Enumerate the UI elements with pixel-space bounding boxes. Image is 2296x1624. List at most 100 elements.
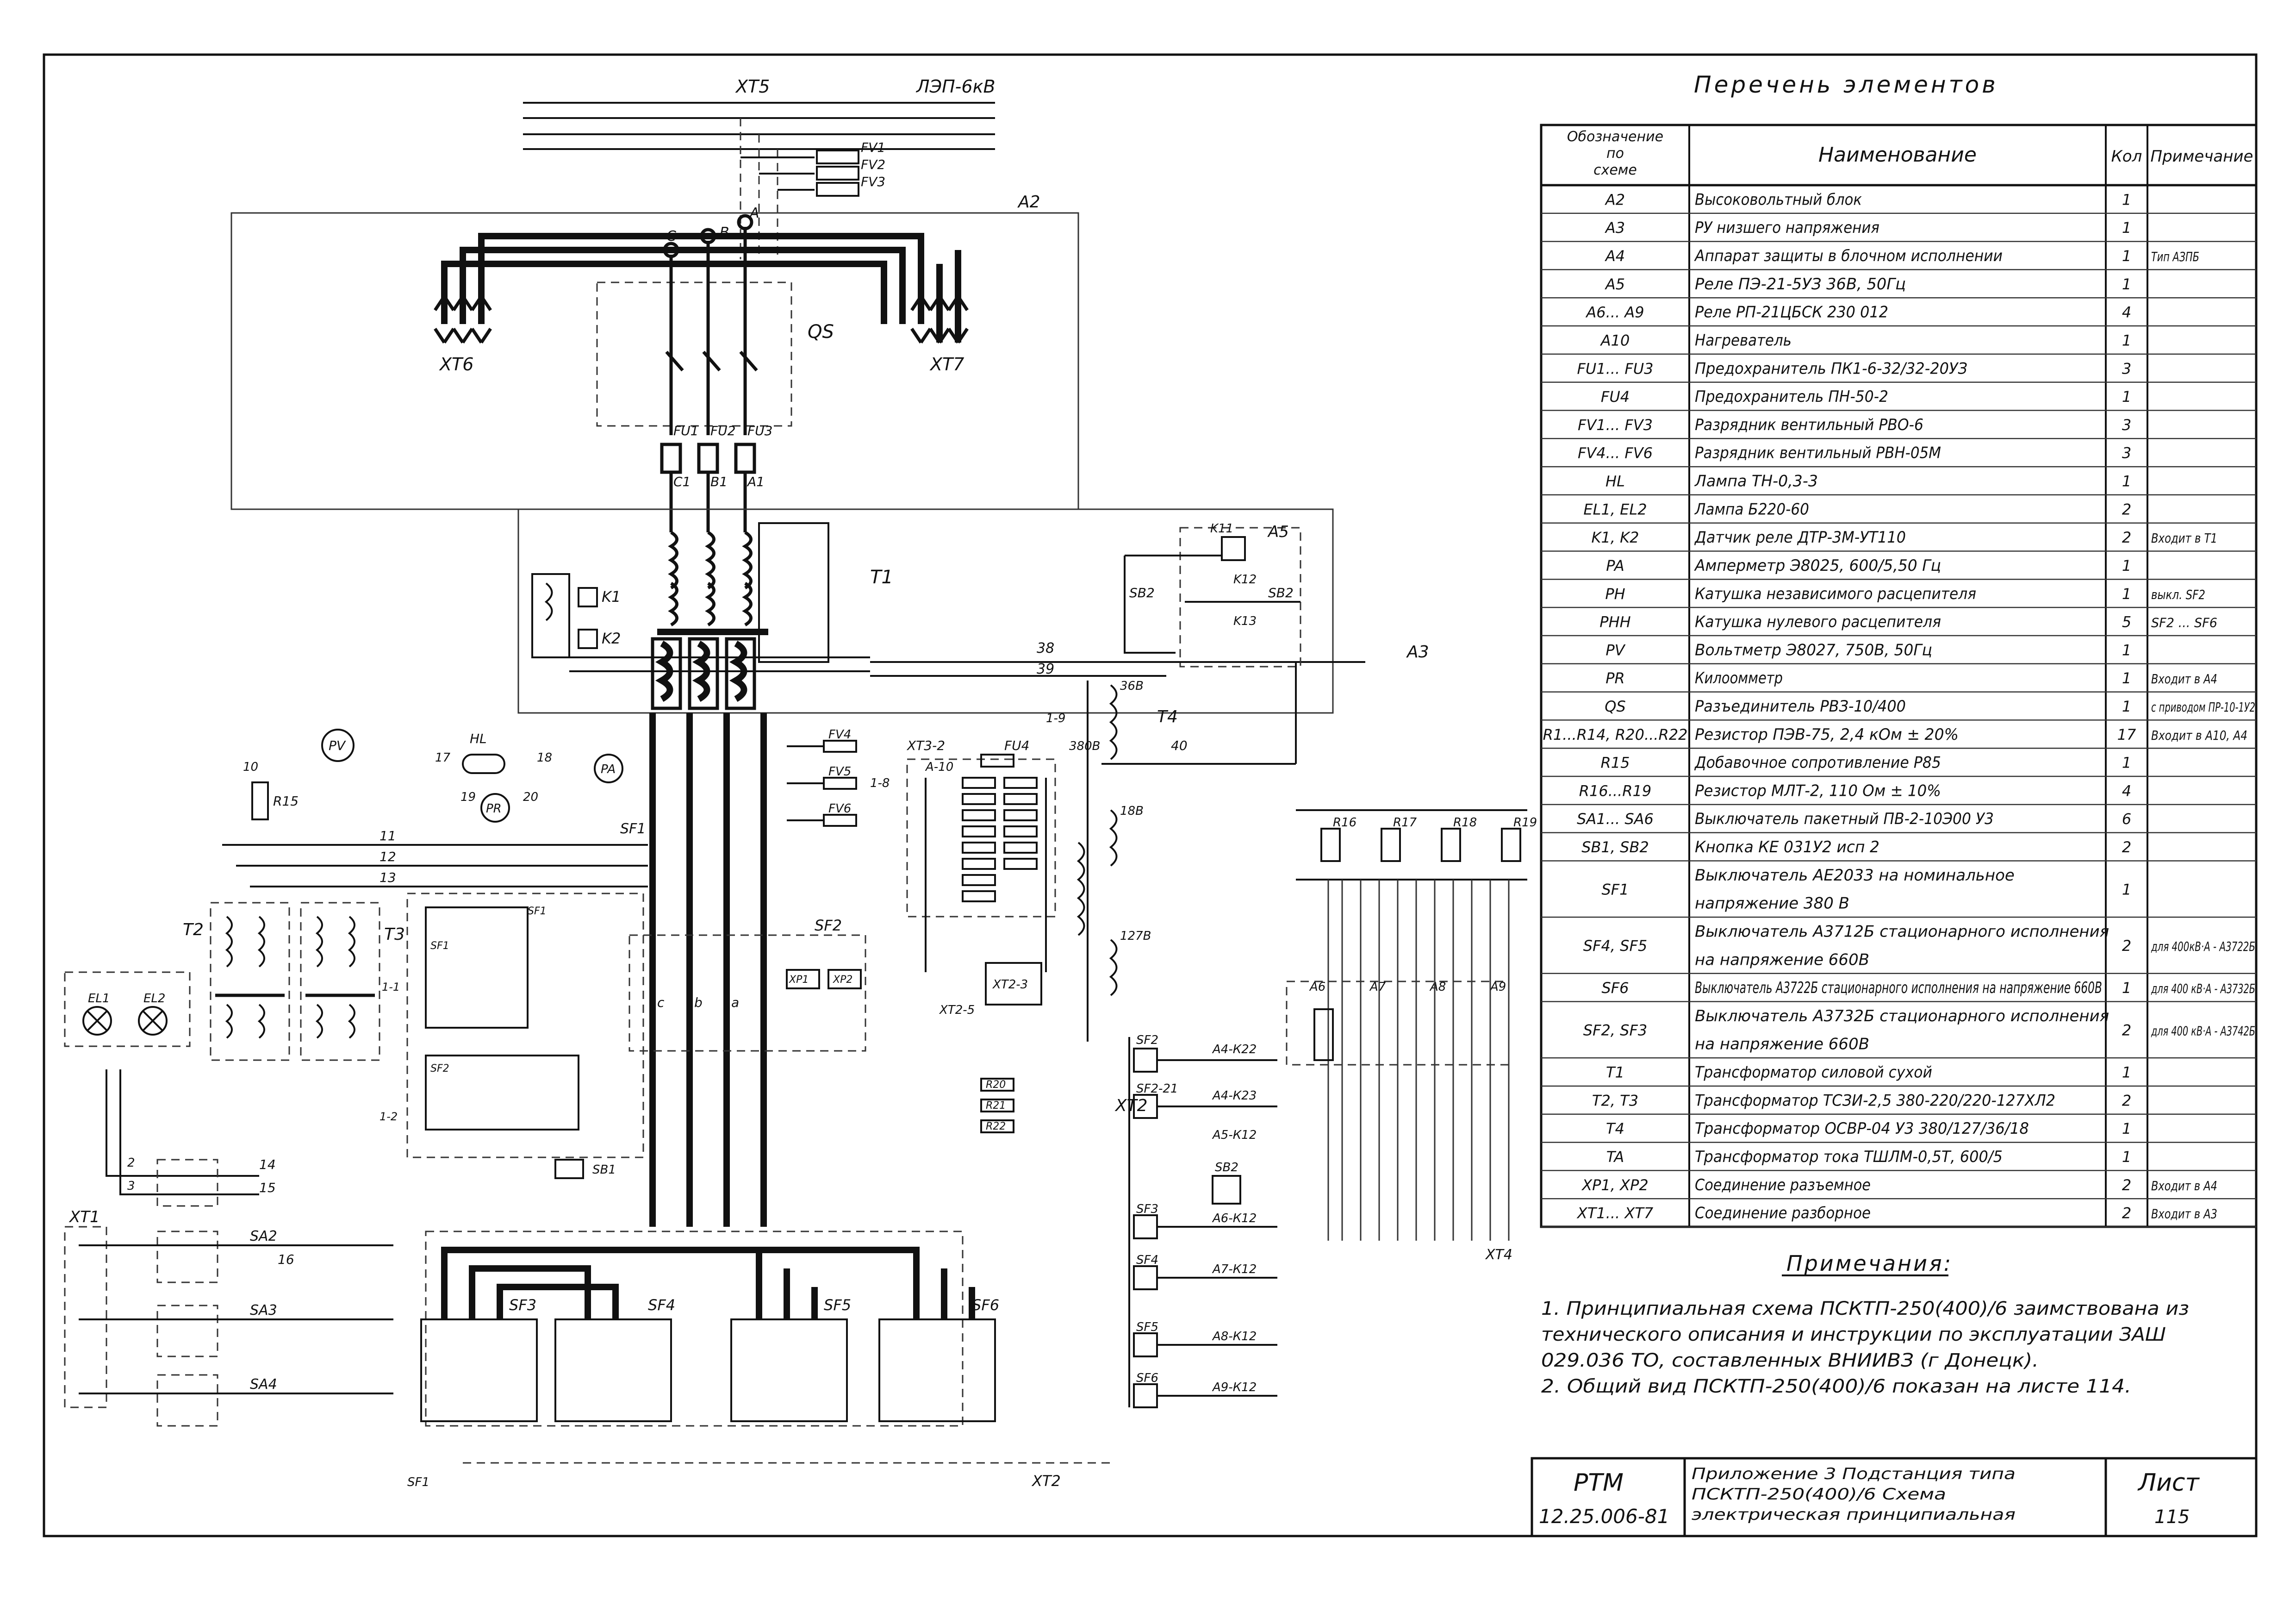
table-cell-note: с приводом ПР-10-1У2: [2151, 700, 2255, 715]
table-cell-ref: А3: [1605, 219, 1625, 237]
table-cell-name-cont: напряжение 380 В: [1695, 894, 1849, 913]
table-cell-qty: 1: [2122, 1148, 2131, 1166]
r22-label: R22: [986, 1121, 1006, 1132]
relay-section: R16 R17 R18 R19 А6 А7 А8 А9: [1114, 809, 1537, 1263]
table-cell-qty: 17: [2117, 726, 2136, 743]
fv6-label: FV6: [828, 802, 851, 816]
k1-label: K1: [602, 588, 621, 606]
table-cell-ref: R16...R19: [1579, 782, 1651, 800]
wire-18-label: 18: [537, 751, 552, 765]
notes-line: 2. Общий вид ПСКТП-250(400)/6 показан на…: [1541, 1376, 2131, 1397]
table-cell-name: Нагреватель: [1695, 331, 1792, 350]
table-header-note: Примечание: [2151, 147, 2253, 166]
element-list: Перечень элементов ОбозначениепосхемеНаи…: [1540, 71, 2258, 1228]
control-ladder: SF2 SF2-21 SF3 SF4 SF5 SF6 А4-К22 А4-К23…: [1128, 1033, 1277, 1408]
table-cell-ref: SF2, SF3: [1583, 1021, 1648, 1039]
table-cell-note: для 400 кВ·А - А3742Б: [2151, 1023, 2255, 1038]
r20-label: R20: [986, 1079, 1006, 1091]
title-description-line: Приложение 3 Подстанция типа: [1692, 1465, 2016, 1483]
xt7-label: XT7: [929, 354, 964, 375]
xt2-5-label: SF1: [430, 940, 449, 952]
xt5-label: XT5: [735, 76, 770, 97]
table-cell-qty: 5: [2122, 613, 2131, 631]
table-cell-ref: HL: [1605, 473, 1625, 490]
table-cell-ref: А4: [1605, 247, 1625, 265]
phase-b-label: B: [720, 225, 729, 241]
wire-1-8-label: 1-8: [870, 776, 890, 790]
table-cell-note: Входит в Т1: [2151, 531, 2217, 546]
el1-label: EL1: [88, 992, 110, 1006]
phase-low-a: a: [731, 995, 739, 1010]
title-sheet-number: 115: [2154, 1506, 2190, 1528]
schematic-area: XT5 ЛЭП-6кВ FV1 FV2 FV3 А2: [64, 76, 1537, 1490]
table-cell-ref: R15: [1601, 754, 1630, 772]
sf6-label: SF6: [972, 1296, 999, 1314]
qs-disconnector: QS: [596, 227, 834, 435]
table-cell-ref: А6... А9: [1585, 304, 1644, 321]
wire-17-label: 17: [435, 751, 451, 765]
t4-tap-380: 380В: [1069, 739, 1100, 753]
table-cell-name-cont: на напряжение 660В: [1695, 1035, 1869, 1054]
table-cell-name: Реле РП-21ЦБСК 230 012: [1695, 303, 1888, 322]
phase-low-c: c: [657, 995, 665, 1010]
table-cell-qty: 1: [2122, 979, 2131, 997]
sf4-label: SF4: [648, 1296, 675, 1314]
table-cell-note: Тип АЗПБ: [2151, 249, 2199, 264]
table-cell-ref: QS: [1605, 698, 1626, 715]
wire-39-label: 39: [1037, 661, 1054, 677]
aux-transformers: 11 12 13 SF1 T2 T3: [64, 821, 648, 1267]
table-cell-ref: XT1... XT7: [1576, 1205, 1654, 1222]
a6-k12-label: А6-К12: [1212, 1212, 1257, 1225]
r15-label: R15: [273, 793, 299, 809]
table-cell-name: Выключатель АЕ2033 на номинальное: [1695, 866, 2015, 885]
table-cell-name: Лампа Б220-60: [1694, 500, 1809, 518]
resistor-stack-a10: XT3-2 FU4 А-10: [906, 738, 1056, 1133]
table-cell-qty: 2: [2122, 500, 2131, 518]
table-cell-ref: SF6: [1601, 979, 1629, 997]
table-cell-name: Трансформатор тока ТШЛМ-0,5Т, 600/5: [1695, 1148, 2003, 1166]
sf5-ladder-label: SF5: [1136, 1320, 1158, 1334]
table-cell-name-cont: на напряжение 660В: [1695, 950, 1869, 969]
fv1-label: FV1: [861, 140, 885, 155]
qs-label: QS: [808, 321, 834, 343]
table-cell-name: Катушка нулевого расцепителя: [1695, 613, 1941, 631]
table-cell-qty: 1: [2122, 698, 2131, 715]
sf2-main-label: SF2: [815, 917, 842, 934]
table-cell-qty: 1: [2122, 247, 2131, 265]
table-cell-ref: XP1, XP2: [1581, 1176, 1649, 1194]
title-description-line: ПСКТП-250(400)/6 Схема: [1692, 1485, 1946, 1504]
table-cell-ref: K1, K2: [1591, 529, 1639, 546]
table-cell-qty: 1: [2122, 219, 2131, 237]
k11-label: K11: [1210, 522, 1233, 536]
wire-38-label: 38: [1037, 640, 1054, 656]
wire-10-label: 10: [243, 760, 258, 774]
table-cell-name: Катушка независимого расцепителя: [1695, 585, 1976, 603]
sa5-label: XT2-5: [939, 1003, 975, 1017]
table-cell-name: Кнопка КЕ 031У2 исп 2: [1695, 838, 1879, 856]
table-cell-name: Килоомметр: [1695, 669, 1783, 687]
table-cell-qty: 3: [2122, 360, 2131, 377]
table-cell-name: Выключатель А3712Б стационарного исполне…: [1695, 922, 2109, 941]
table-cell-ref: FU4: [1601, 388, 1630, 406]
sf2-ladder-label: SF2: [1136, 1033, 1158, 1047]
line-in-label: ЛЭП-6кВ: [915, 76, 996, 97]
notes-line: 029.036 ТО, составленных ВНИИВЗ (г Донец…: [1541, 1350, 2039, 1371]
fu1-label: FU1: [673, 423, 698, 438]
table-cell-qty: 1: [2122, 1120, 2131, 1137]
element-list-title: Перечень элементов: [1694, 71, 1998, 98]
table-cell-name: Предохранитель ПК1-6-32/32-20УЗ: [1695, 359, 1967, 378]
title-standard: РТМ: [1574, 1469, 1624, 1497]
table-cell-qty: 1: [2122, 881, 2131, 898]
phh-label: XP1: [789, 974, 809, 986]
table-cell-ref: PHH: [1599, 613, 1630, 631]
table-cell-qty: 1: [2122, 191, 2131, 208]
table-cell-qty: 1: [2122, 557, 2131, 575]
table-cell-name: Высоковольтный блок: [1695, 190, 1862, 209]
table-cell-ref: PH: [1605, 585, 1625, 603]
el2-label: EL2: [143, 992, 165, 1006]
table-cell-qty: 1: [2122, 754, 2131, 772]
table-cell-qty: 2: [2122, 1021, 2131, 1039]
table-cell-qty: 2: [2122, 1092, 2131, 1109]
fu4-label: FU4: [1004, 738, 1029, 753]
table-cell-ref: SA1... SA6: [1577, 810, 1654, 828]
